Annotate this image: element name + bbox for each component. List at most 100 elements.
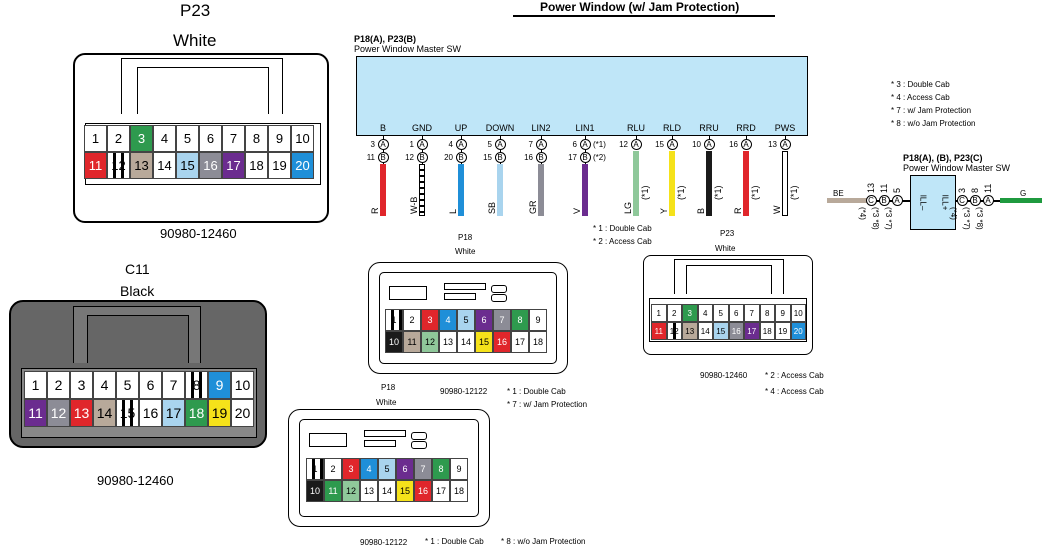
p18_a-pin-13: 13	[439, 331, 457, 353]
p23_small-pin-16: 16	[728, 322, 744, 340]
p18_a-pin-2: 2	[403, 309, 421, 331]
p18_a-pin-9: 9	[529, 309, 547, 331]
p18_b-pin-2: 2	[324, 458, 342, 480]
c11-pin-18: 18	[185, 399, 208, 427]
ill-right-pin-0: 3	[957, 187, 967, 193]
master-wire-code-10: W	[772, 205, 782, 215]
p18_a-pin-4: 4	[439, 309, 457, 331]
master-pin-a-2: 4	[448, 140, 453, 149]
master-wire-note-7: (*1)	[676, 185, 686, 200]
p18_a-pin-11: 11	[403, 331, 421, 353]
c11-pin-17: 17	[162, 399, 185, 427]
c11-pin-1: 1	[24, 371, 47, 399]
ill-ref: P18(A), (B), P23(C)	[903, 153, 983, 163]
right-note-3: * 8 : w/o Jam Protection	[891, 119, 976, 128]
p18_b-pin-17: 17	[432, 480, 450, 502]
master-wire-8	[706, 151, 712, 216]
p18_b-pin-10: 10	[306, 480, 324, 502]
p18_b-pin-12: 12	[342, 480, 360, 502]
p18_b-pin-9: 9	[450, 458, 468, 480]
p18b-slot-4	[411, 432, 427, 440]
master-circle-a-7: A	[666, 139, 678, 150]
master-wire-5	[582, 164, 588, 216]
c11-pin-5: 5	[116, 371, 139, 399]
ill-left-circle-1: B	[878, 195, 890, 206]
p18b-part-no: 90980-12122	[360, 538, 408, 547]
p18_a-pin-14: 14	[457, 331, 475, 353]
p23s-part-no: 90980-12460	[700, 371, 748, 380]
master-wire-code-4: GR	[528, 200, 538, 215]
p23_left-pin-9: 9	[268, 125, 291, 152]
p23_left-pin-2: 2	[107, 125, 130, 152]
p18_a-pin-8: 8	[511, 309, 529, 331]
master-pin-a-9: 16	[729, 140, 738, 149]
ill-name: Power Window Master SW	[903, 163, 1011, 173]
p23_left-pin-11: 11	[84, 152, 107, 179]
p23s-pin-area	[649, 298, 807, 342]
p23_small-pin-2: 2	[666, 304, 682, 322]
master-name: Power Window Master SW	[354, 44, 462, 54]
c11-pin-8: 8	[185, 371, 208, 399]
master-pin-a-0: 3	[370, 140, 375, 149]
p23s-latch-inner	[686, 265, 772, 294]
p23s-note-1: * 2 : Access Cab	[765, 371, 824, 380]
master-wire-code-7: Y	[659, 207, 669, 214]
master-wire-10	[782, 151, 788, 216]
p18b-note-2: * 8 : w/o Jam Protection	[501, 537, 586, 546]
ill-switch-box	[910, 175, 956, 230]
c11-pin-4: 4	[93, 371, 116, 399]
master-pin-b-3: 15	[483, 153, 492, 162]
p18_b-pin-15: 15	[396, 480, 414, 502]
master-wire-note-6: (*1)	[640, 185, 650, 200]
p23_left-pin-17: 17	[222, 152, 245, 179]
master-terminal-pws: PWS	[774, 123, 796, 133]
p23s-color: White	[715, 244, 736, 253]
p18b-slot-2	[364, 430, 406, 437]
p23_left-pin-8: 8	[245, 125, 268, 152]
ill-right-wire-code: G	[1020, 189, 1027, 198]
p23_small-pin-3: 3	[682, 304, 698, 322]
c11-pin-20: 20	[231, 399, 254, 427]
p18a-color: White	[455, 247, 476, 256]
p18_a-pin-5: 5	[457, 309, 475, 331]
p23_small-pin-13: 13	[682, 322, 698, 340]
p18_a-pin-17: 17	[511, 331, 529, 353]
master-pin-a-3: 5	[487, 140, 492, 149]
master-wire-4	[538, 164, 544, 216]
c11-latch-inner	[87, 315, 189, 363]
master-circle-b-5: B	[579, 152, 591, 163]
master-circle-a-5: A	[579, 139, 591, 150]
p18a-slot-1	[389, 286, 427, 300]
master-lead-4	[540, 136, 542, 166]
p23-left-color: White	[173, 31, 217, 50]
master-terminal-rru: RRU	[699, 123, 719, 133]
p18a-slot-5	[491, 294, 507, 302]
p23_small-pin-10: 10	[790, 304, 806, 322]
master-wire-code-2: L	[448, 208, 458, 214]
p18_a-pin-15: 15	[475, 331, 493, 353]
p23_left-pin-20: 20	[291, 152, 314, 179]
p23_left-pin-13: 13	[130, 152, 153, 179]
p18b-slot-3	[364, 440, 396, 447]
master-wire-0	[380, 164, 386, 216]
master-pin-b-5: 17	[568, 153, 577, 162]
p18_a-pin-18: 18	[529, 331, 547, 353]
ill-right-note-2: (*3 *8)	[975, 207, 984, 230]
p18_a-pin-10: 10	[385, 331, 403, 353]
master-circle-b-2: B	[455, 152, 467, 163]
p23_left-pin-14: 14	[153, 152, 176, 179]
master-switch-box	[356, 56, 808, 136]
master-wire-code-8: B	[696, 207, 706, 214]
master-circle-a-8: A	[703, 139, 715, 150]
master-wire-7	[669, 151, 675, 216]
p18_b-pin-7: 7	[414, 458, 432, 480]
master-terminal-rld: RLD	[662, 123, 681, 133]
ill-left-pin-2: 5	[892, 187, 902, 193]
master-pin-b-2: 20	[444, 153, 453, 162]
c11-pin-2: 2	[47, 371, 70, 399]
p23_small-pin-9: 9	[775, 304, 791, 322]
ill-left-note-1: (*3 *8)	[871, 207, 880, 230]
master-wire-code-0: R	[370, 207, 380, 215]
master-terminal-down: DOWN	[485, 123, 515, 133]
ill-right-pin-1: 8	[970, 187, 980, 193]
